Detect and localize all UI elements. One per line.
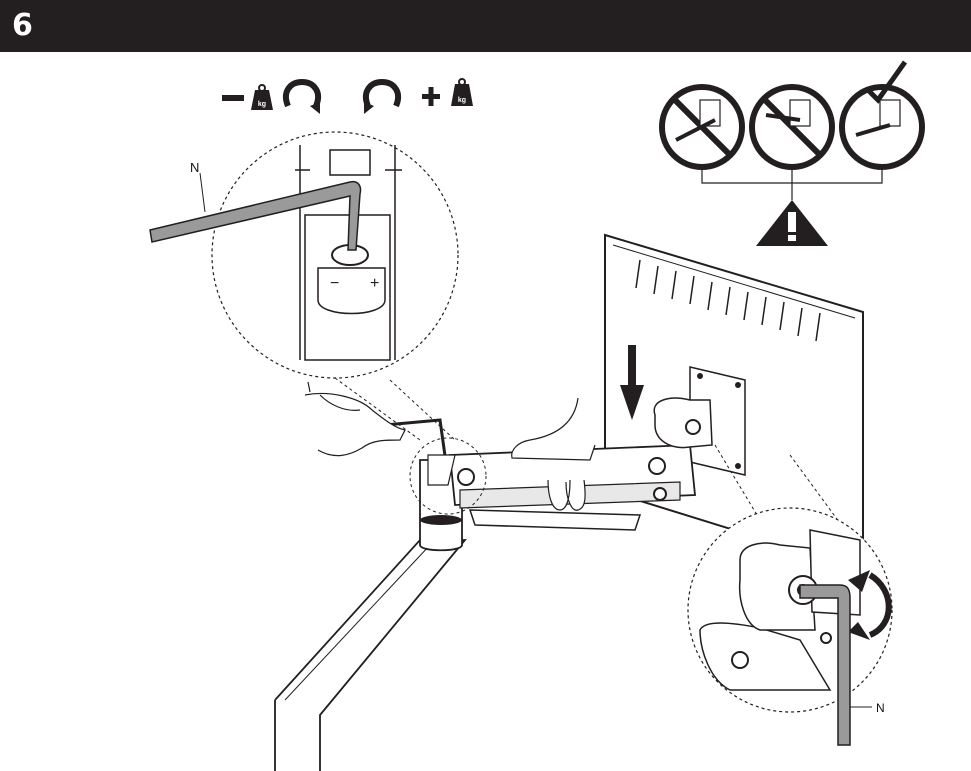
weight-icon: kg bbox=[251, 84, 273, 110]
prohibited-icon bbox=[749, 84, 835, 170]
tension-adjust-detail: − + bbox=[149, 131, 459, 379]
monitor-vents bbox=[635, 259, 821, 342]
step-number: 6 bbox=[12, 8, 33, 43]
hands bbox=[304, 381, 596, 511]
minus-sign-icon bbox=[222, 95, 244, 101]
step-header: 6 bbox=[0, 0, 971, 52]
illustration: kg kg − + N bbox=[149, 60, 925, 771]
detail-minus: − bbox=[330, 275, 339, 292]
approved-icon bbox=[839, 60, 925, 170]
tilt-tension-detail bbox=[687, 444, 893, 746]
warning-triangle-icon bbox=[756, 200, 828, 246]
hex-key-tool bbox=[799, 584, 851, 746]
weight-adjust-legend: kg kg bbox=[222, 78, 473, 114]
weight-unit-right: kg bbox=[458, 97, 466, 104]
mounting-warning-icons bbox=[659, 60, 925, 246]
prohibited-icon bbox=[659, 84, 745, 170]
detail-plus: + bbox=[370, 275, 379, 292]
hex-key-tool bbox=[149, 180, 362, 251]
checkmark-icon bbox=[866, 60, 908, 104]
hex-key-label-bottom: N bbox=[876, 701, 885, 715]
rotate-clockwise-icon bbox=[362, 78, 402, 114]
hex-key-label-top: N bbox=[190, 160, 199, 175]
rotate-counterclockwise-icon bbox=[282, 78, 322, 114]
weight-icon: kg bbox=[451, 78, 473, 106]
weight-unit-left: kg bbox=[258, 101, 266, 108]
